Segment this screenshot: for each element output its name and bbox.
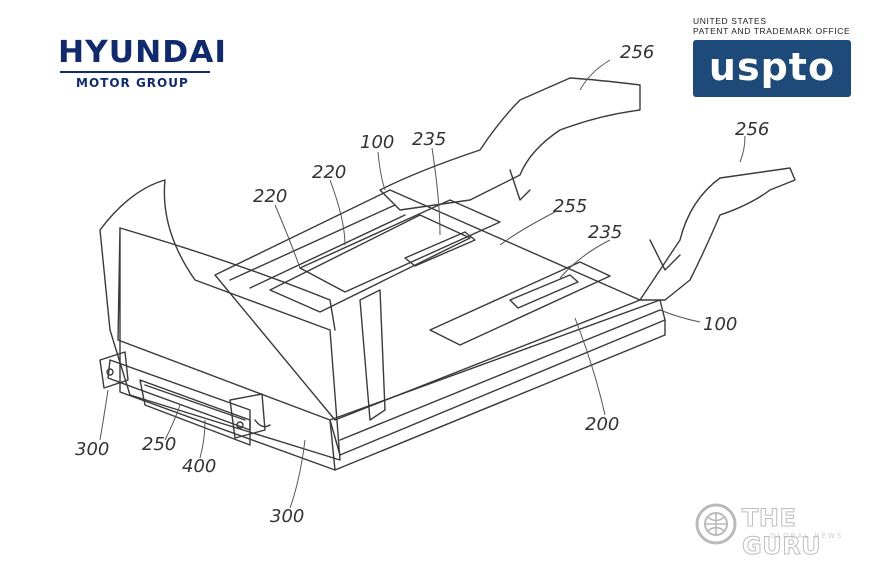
label-235-top: 235: [412, 129, 446, 150]
cross-member-235a: [404, 231, 476, 267]
label-200: 200: [585, 414, 619, 435]
uspto-wordmark: uspto: [708, 45, 836, 89]
label-400: 400: [182, 456, 216, 477]
bracket-right: [229, 393, 266, 439]
hyundai-logo: HYUNDAI MOTOR GROUP: [58, 36, 226, 96]
uspto-logo: uspto: [693, 40, 851, 97]
rear-rail-left: [379, 77, 641, 211]
label-100-top: 100: [360, 132, 394, 153]
globe-icon: [695, 503, 737, 545]
label-235-right: 235: [588, 222, 622, 243]
label-256-right: 256: [735, 119, 769, 140]
label-100-right: 100: [703, 314, 737, 335]
label-300-left: 300: [75, 439, 109, 460]
uspto-caption-line2: PATENT AND TRADEMARK OFFICE: [693, 26, 851, 36]
floor-pan: [214, 189, 641, 421]
label-300-bottom: 300: [270, 506, 304, 527]
the-guru-subtitle: GLOBAL NEWS: [770, 532, 844, 540]
hyundai-rule: [60, 71, 210, 73]
label-255: 255: [553, 196, 587, 217]
label-250: 250: [142, 434, 176, 455]
cross-member-235b: [509, 274, 579, 309]
lower-member: [139, 379, 251, 446]
floor-member-200: [429, 261, 611, 346]
label-256-top: 256: [620, 42, 654, 63]
label-220-center: 220: [312, 162, 346, 183]
label-220-left: 220: [253, 186, 287, 207]
the-guru-wordmark: THE GURU: [742, 504, 822, 561]
pillar: [359, 289, 386, 421]
floor-member-220b: [299, 199, 501, 293]
hyundai-subtitle: MOTOR GROUP: [76, 76, 189, 90]
front-panel-top: [119, 227, 336, 331]
bracket-left: [99, 351, 129, 389]
the-guru-watermark: THE GURU GLOBAL NEWS: [690, 500, 865, 561]
rear-rail-right: [639, 167, 796, 301]
floor-member-220a: [269, 214, 471, 313]
hyundai-wordmark: HYUNDAI: [58, 35, 228, 70]
front-wheel-arch: [99, 179, 341, 461]
uspto-caption-line1: UNITED STATES: [693, 16, 767, 26]
